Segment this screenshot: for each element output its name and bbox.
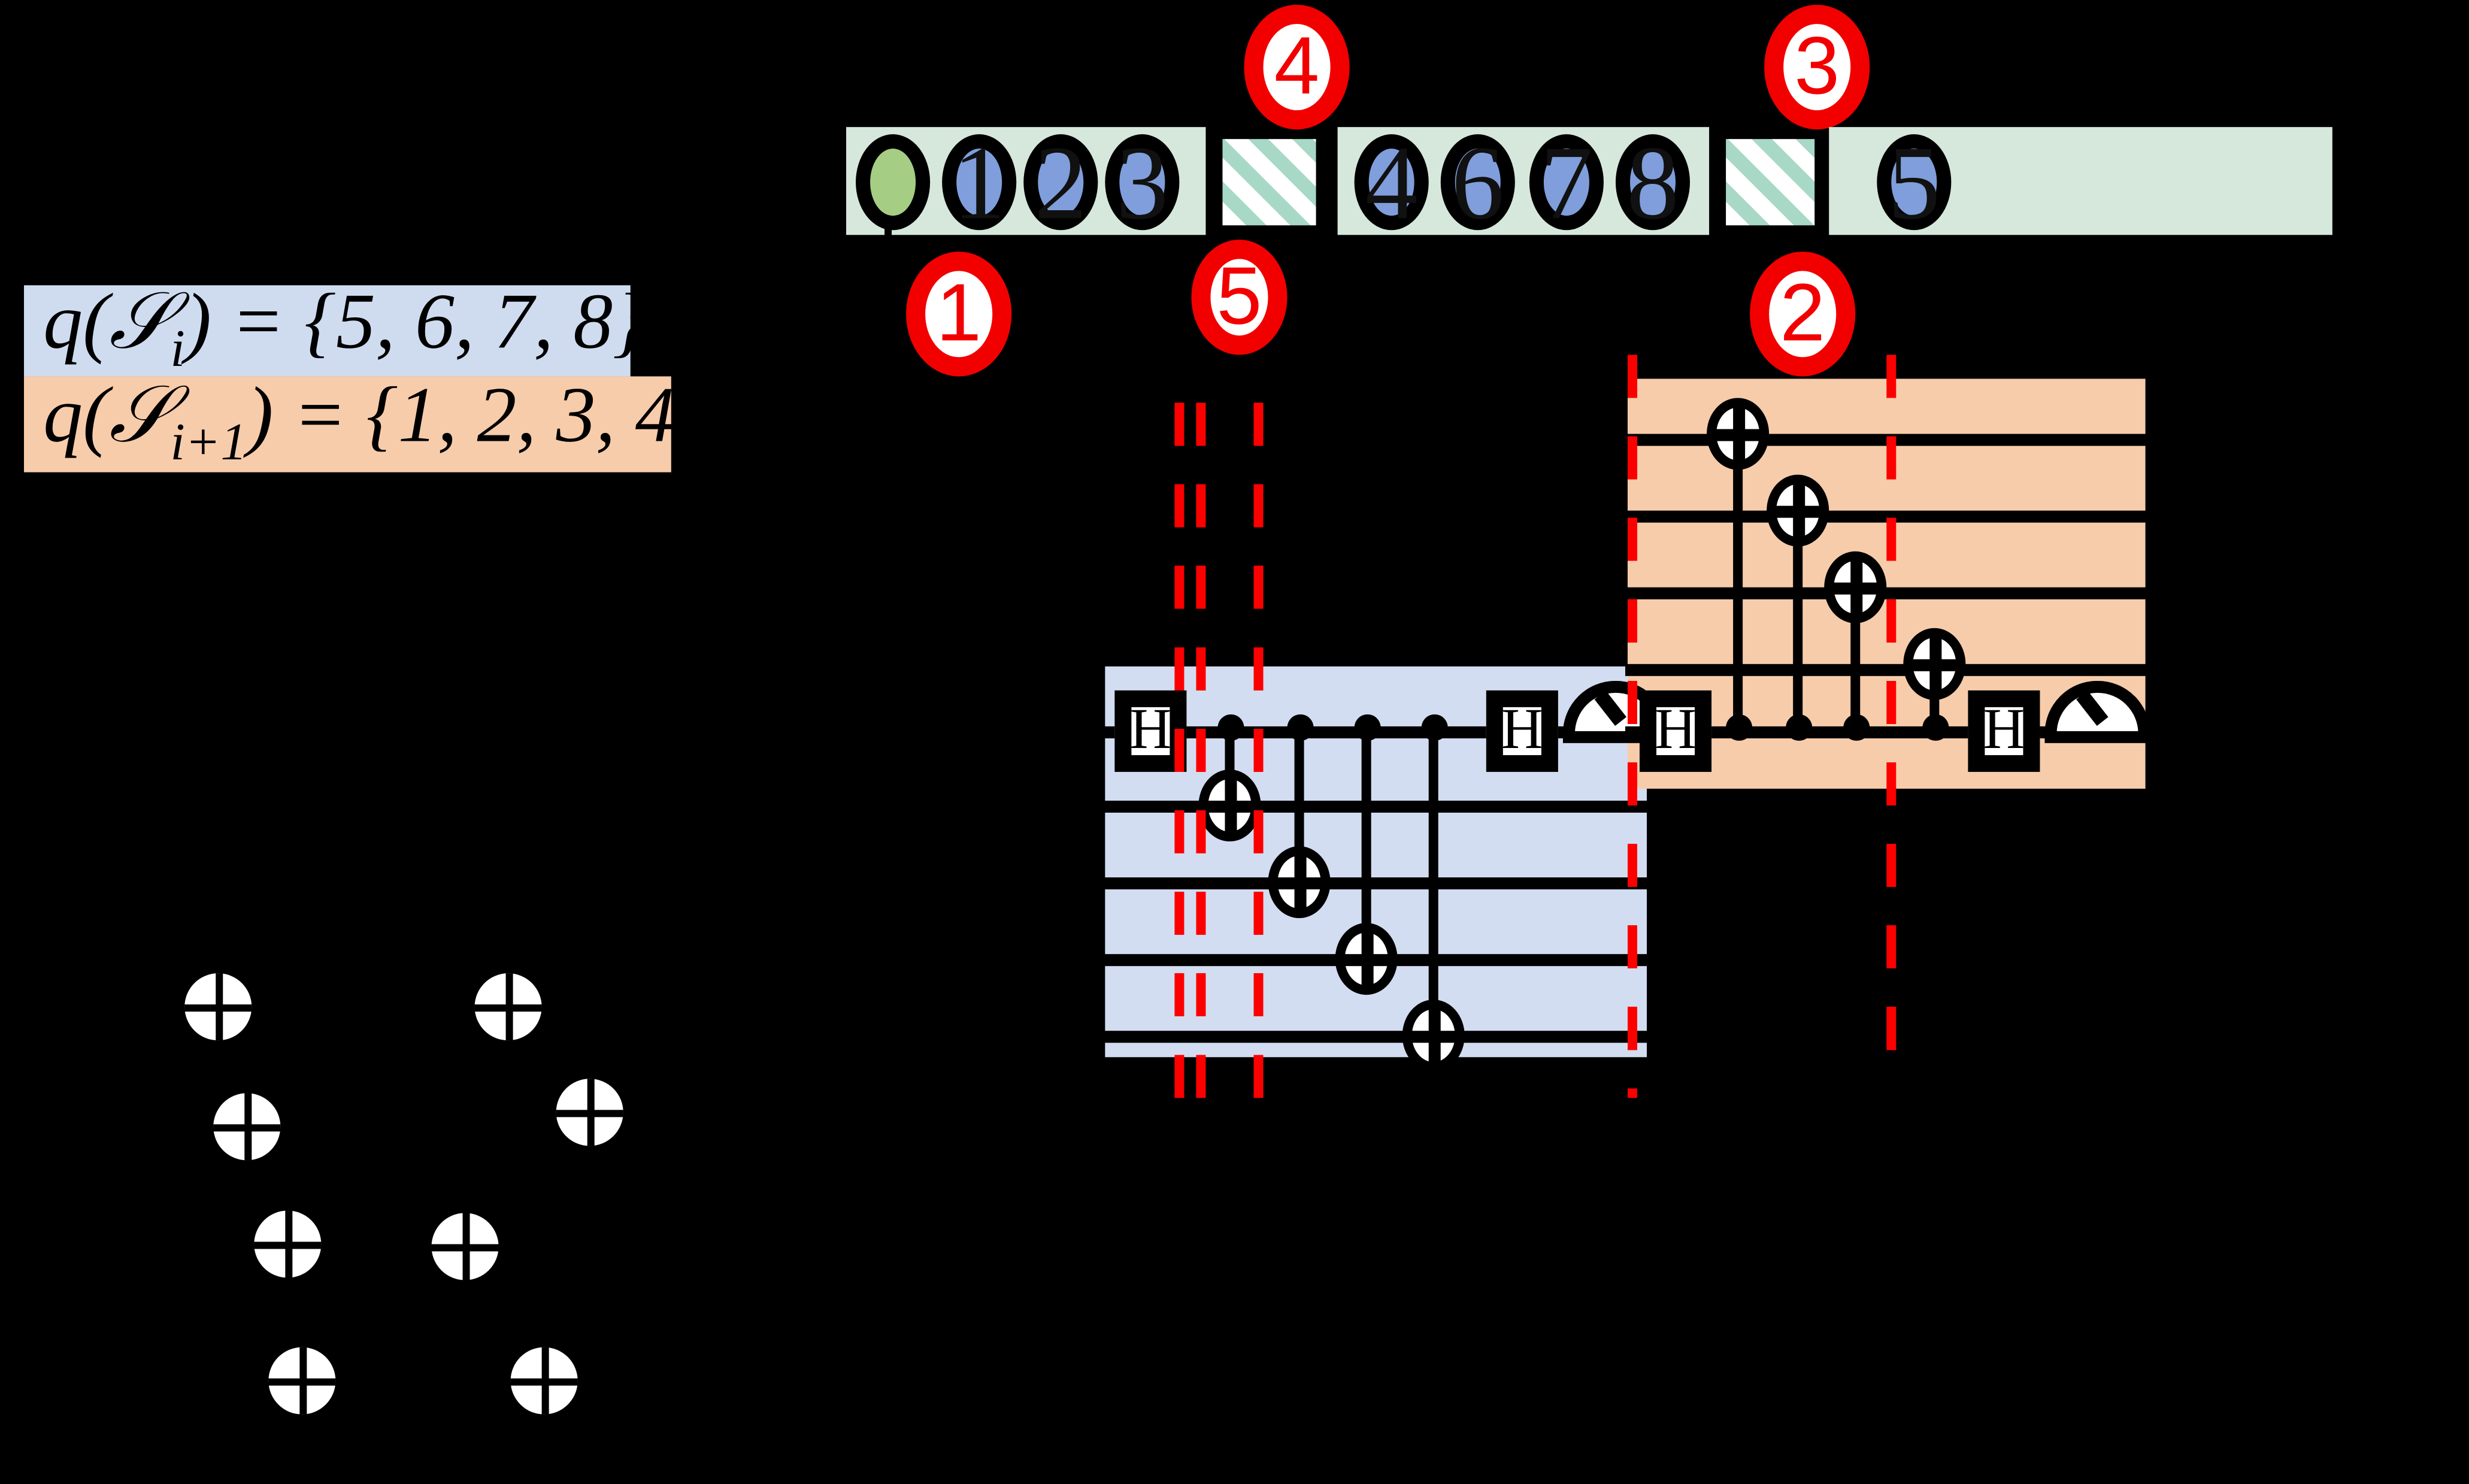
cnot-control-icon [1287,714,1314,741]
cut-line [1174,402,1184,1098]
cnot-target-icon [1707,398,1770,470]
cut-line [1627,355,1637,1098]
schedule-gap [1222,139,1316,226]
cnot-control-icon [1354,714,1381,741]
cnot-target-icon [1903,628,1966,700]
cnot-target-icon [1268,846,1331,919]
cnot-target-icon [1824,551,1887,623]
cnot-link [1793,510,1803,726]
legend-row-si1: q(𝒮i+1) = {1, 2, 3, 4} [24,376,707,473]
measure-needle [2075,690,2107,725]
cut-line [1886,355,1897,1074]
qubit-wire [1625,587,2148,599]
cnot-control-icon [1421,714,1448,741]
cnot-link [1428,726,1438,1036]
cnot-target-icon [1767,474,1829,547]
cnot-control-icon [1922,714,1949,741]
legend-si1-text: q(𝒮i+1) = {1, 2, 3, 4} [43,374,707,472]
schedule-gap [1726,139,1815,226]
cnot-control-icon [1843,714,1870,741]
legend-si-text: q(𝒮i) = {5, 6, 7, 8} [43,281,645,378]
qubit-wire [1625,510,2148,523]
qubit-wire [1625,664,2148,676]
hadamard-gate[interactable]: H [1639,690,1712,772]
schedule-node-1[interactable]: 1 [942,123,1017,241]
cnot-target-icon [1402,1000,1465,1072]
hadamard-gate[interactable]: H [1486,690,1558,772]
legend-row-si: q(𝒮i) = {5, 6, 7, 8} [24,284,644,377]
measure-needle [1594,690,1625,725]
cnot-target-icon [1198,769,1261,842]
cnot-link [1733,434,1743,726]
hadamard-gate[interactable]: H [1968,690,2040,772]
cnot-control-icon [1786,714,1813,741]
cut-line [1196,402,1206,1098]
cnot-target-icon [1335,923,1398,995]
cnot-control-icon [1217,714,1244,741]
cut-line [1253,402,1264,1098]
schedule-left: 4 3 1 2 3 4 6 7 8 5 1 5 2 [846,5,2332,377]
cnot-control-icon [1726,714,1753,741]
